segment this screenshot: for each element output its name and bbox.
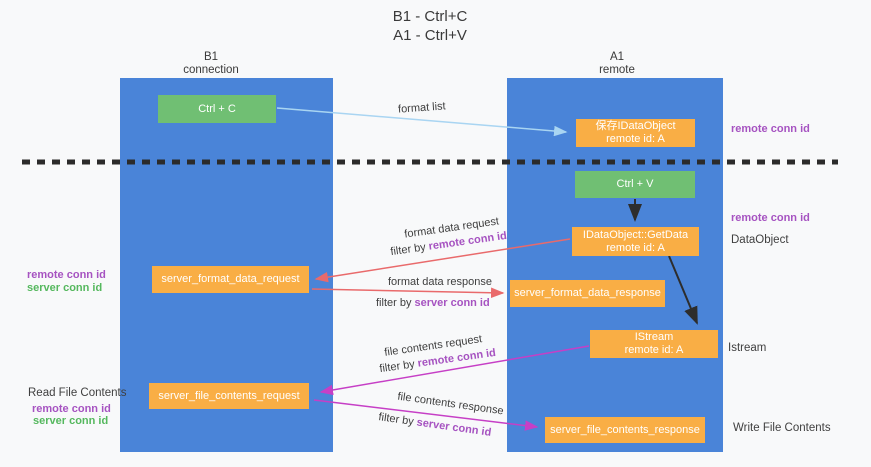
read-file-contents-label: Read File Contents: [28, 387, 127, 399]
ctrl-v-label: Ctrl + V: [616, 178, 654, 190]
column-b1-name: B1: [203, 51, 219, 63]
server-format-data-request-box: server_format_data_request: [152, 266, 309, 293]
server-format-data-response-box: server_format_data_response: [510, 280, 665, 307]
format-data-response-arrow: [311, 287, 505, 298]
getdata-to-istream-arrow: [668, 255, 698, 325]
getdata-box: IDataObject::GetData remote id: A: [572, 227, 699, 256]
file-contents-request-arrow: [319, 345, 590, 396]
column-a1-name: A1: [609, 51, 625, 63]
format-data-response-filter-label: filter by server conn id: [376, 297, 490, 309]
server-file-contents-response-label: server_file_contents_response: [550, 423, 700, 436]
format-data-request-arrow: [314, 238, 571, 283]
file-contents-response-arrow: [313, 399, 539, 431]
getdata-line2: remote id: A: [606, 241, 665, 254]
save-dataobject-line2: remote id: A: [606, 133, 665, 145]
left-bottom-server-conn-id-label: server conn id: [33, 415, 109, 427]
ctrl-c-label: Ctrl + C: [198, 102, 236, 115]
right-remote-conn-id-top-label: remote conn id: [731, 123, 810, 135]
istream-line2: remote id: A: [624, 344, 684, 356]
server-file-contents-response-box: server_file_contents_response: [545, 417, 705, 443]
ctrl-c-box: Ctrl + C: [158, 95, 276, 123]
left-remote-conn-id-label: remote conn id: [27, 269, 106, 281]
left-bottom-remote-conn-id-label: remote conn id: [32, 403, 111, 415]
ctrl-v-box: Ctrl + V: [575, 171, 695, 198]
server-format-data-response-label: server_format_data_response: [514, 287, 661, 299]
istream-line1: IStream: [634, 331, 674, 343]
server-format-data-request-label: server_format_data_request: [161, 273, 300, 285]
format-list-arrow: [276, 107, 568, 137]
title-line-1: B1 - Ctrl+C: [392, 8, 468, 25]
dataobject-label: DataObject: [731, 234, 789, 246]
column-header-b1: B1 connection: [131, 51, 291, 77]
istream-box: IStream remote id: A: [590, 330, 718, 358]
left-server-conn-id-label: server conn id: [27, 282, 103, 294]
title-line-2: A1 - Ctrl+V: [393, 27, 467, 44]
column-a1-subtitle: remote: [599, 64, 635, 76]
save-dataobject-line1: 保存IDataObject: [595, 120, 676, 132]
right-remote-conn-id-mid-label: remote conn id: [731, 212, 810, 224]
getdata-line1: IDataObject::GetData: [582, 228, 689, 241]
column-header-a1: A1 remote: [537, 51, 697, 77]
server-conn-id-text: server conn id: [414, 297, 490, 309]
write-file-contents-label: Write File Contents: [733, 422, 831, 434]
column-b1-subtitle: connection: [183, 64, 239, 76]
diagram-title: B1 - Ctrl+C A1 - Ctrl+V: [350, 7, 510, 45]
save-dataobject-box: 保存IDataObject remote id: A: [576, 119, 695, 147]
format-data-response-label: format data response: [388, 276, 492, 288]
filter-by-text: filter by: [376, 297, 415, 309]
server-file-contents-request-label: server_file_contents_request: [158, 389, 300, 402]
istream-side-label: Istream: [728, 342, 767, 354]
server-file-contents-request-box: server_file_contents_request: [149, 383, 309, 409]
